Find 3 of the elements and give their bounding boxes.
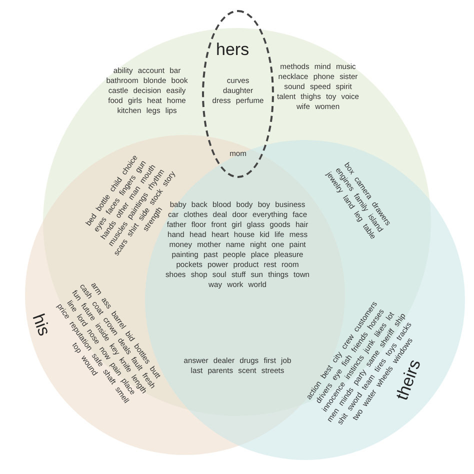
set-label: his	[28, 311, 54, 339]
dashed-ellipse	[202, 10, 274, 178]
set-label: hers	[216, 40, 250, 60]
